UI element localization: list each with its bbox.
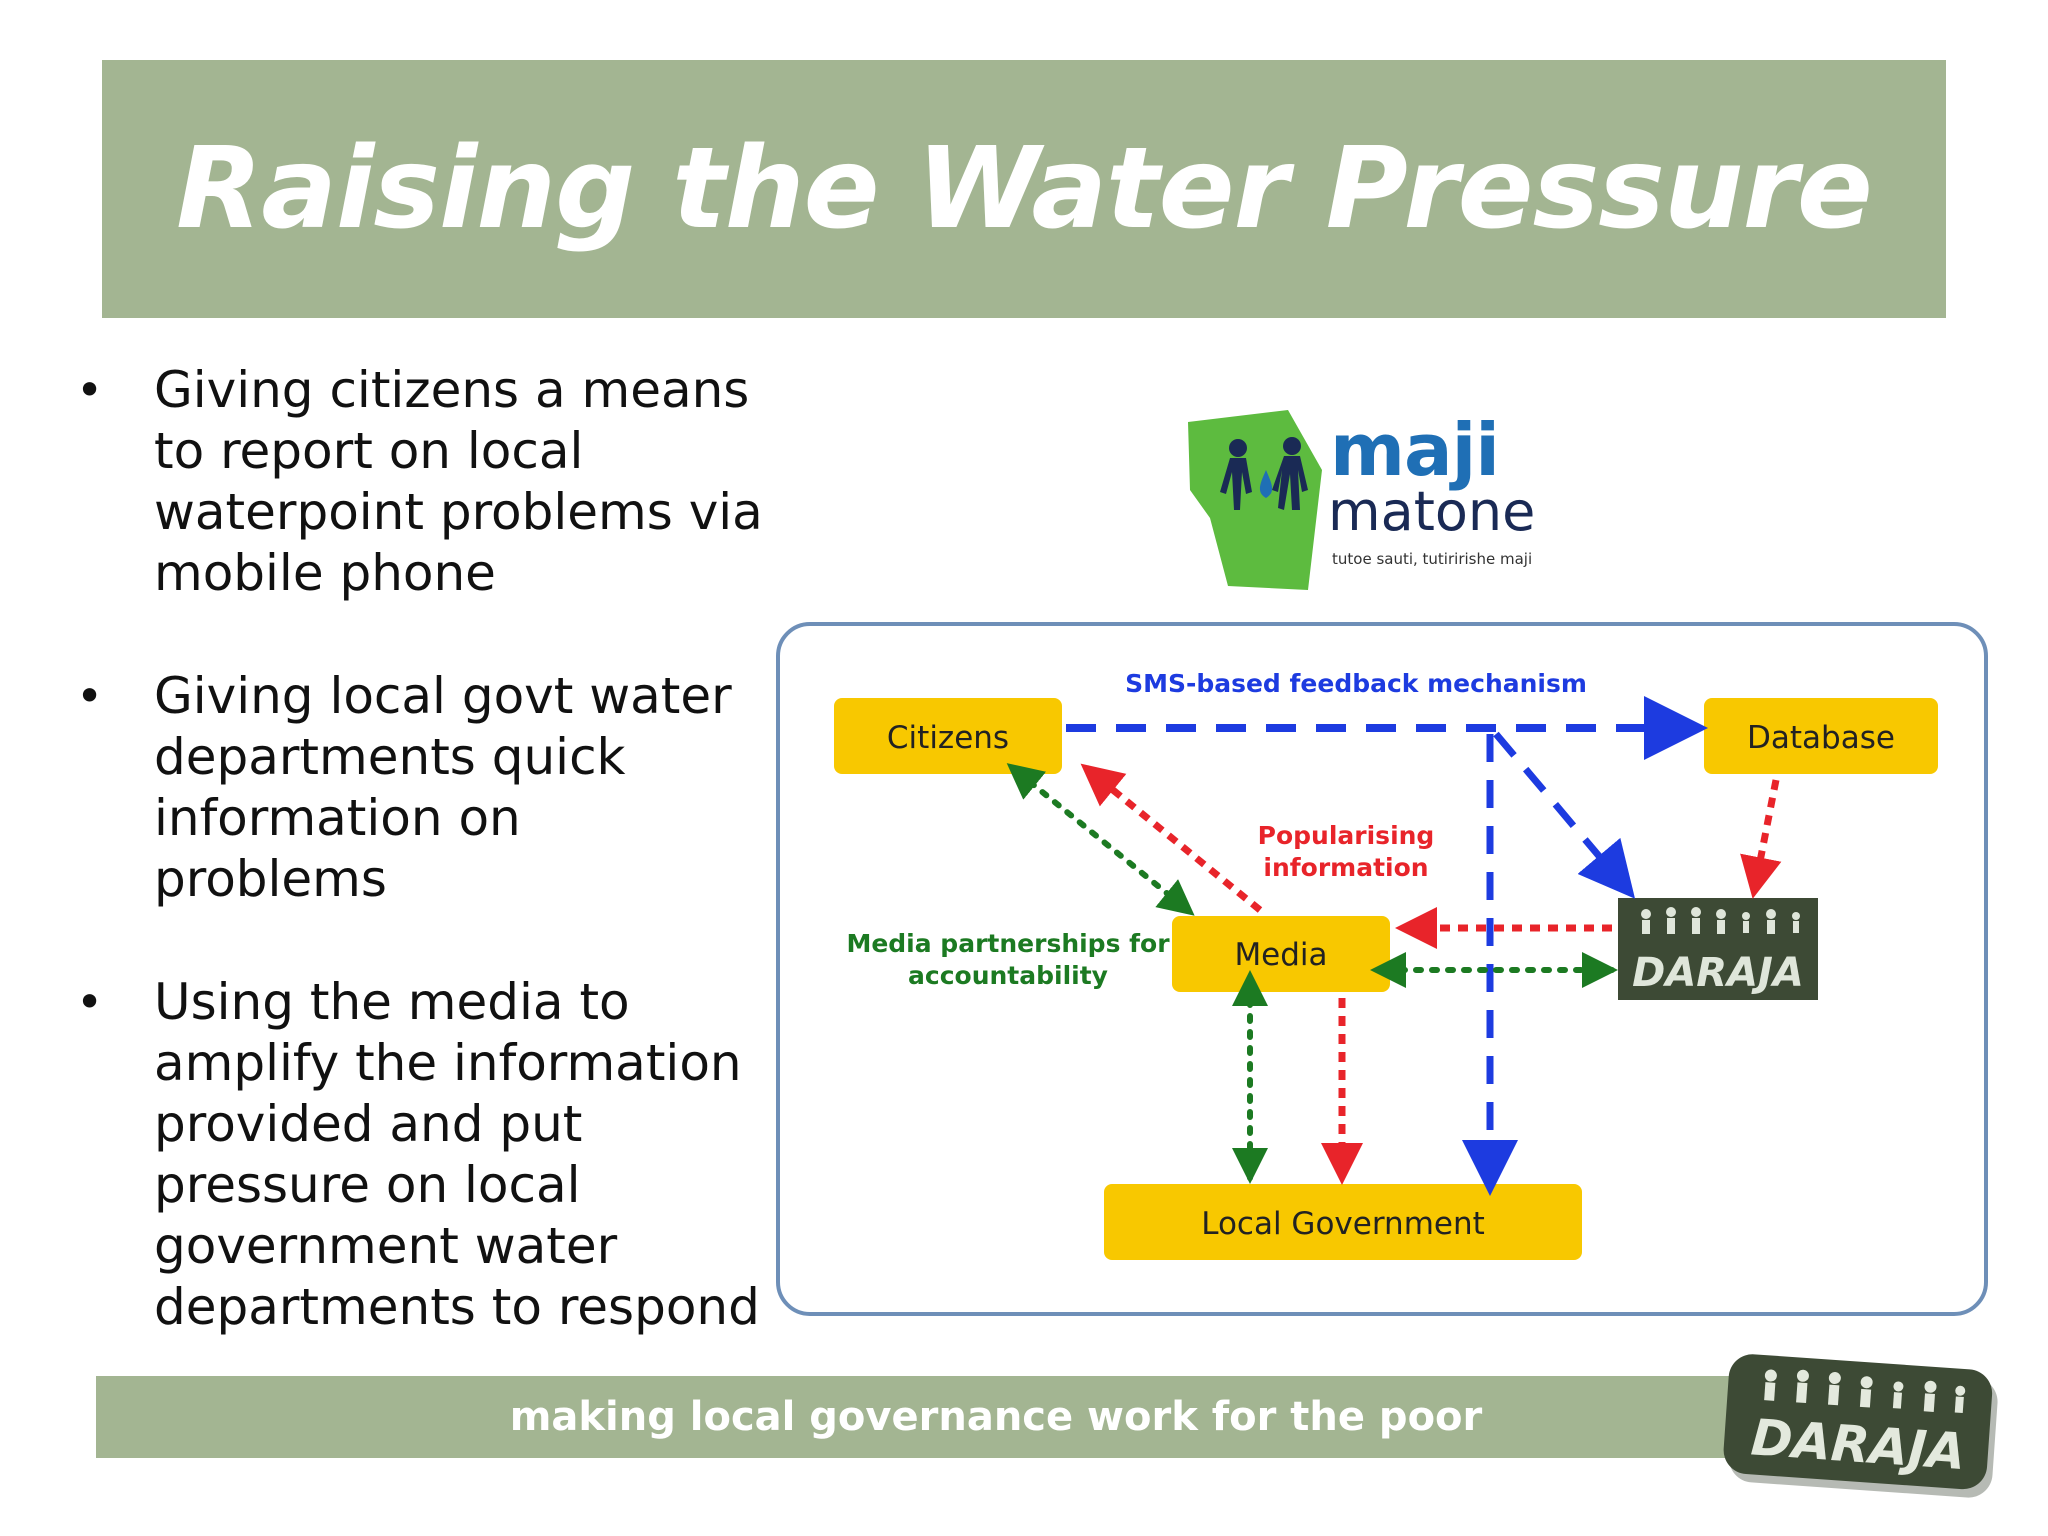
popularising-annotation-line2: information [1263,853,1428,882]
bullet-item: • Giving citizens a means to report on l… [70,360,770,604]
node-database-label: Database [1747,720,1895,756]
logo-emblem-icon [1188,410,1322,590]
feedback-diagram: Citizens Database Media Local Government… [834,669,1938,1260]
bullet-dot: • [76,363,104,417]
slide-title: Raising the Water Pressure [176,124,1873,254]
media-partnerships-annotation-line2: accountability [908,961,1108,990]
node-local-government-label: Local Government [1201,1206,1485,1242]
node-citizens [834,698,1062,774]
bullet-line: provided and put [154,1095,583,1153]
footer-tagline: making local governance work for the poo… [509,1394,1483,1440]
bullet-item: • Using the media to amplify the informa… [70,972,770,1338]
logo-tagline: tutoe sauti, tutiririshe maji [1332,550,1533,568]
bullet-line: Using the media to [154,973,630,1031]
bullet-line: waterpoint problems via [154,483,763,541]
arrow-database-to-daraja [1740,779,1782,899]
arrow-citizens-media-partnership [1006,763,1195,916]
bullet-item: • Giving local govt water departments qu… [70,666,770,910]
maji-matone-logo: maji matone tutoe sauti, tutiririshe maj… [1180,400,1540,600]
sms-feedback-annotation: SMS-based feedback mechanism [1125,669,1587,698]
daraja-logo: DARAJA [1723,1354,1998,1498]
node-database [1704,698,1938,774]
title-bar: Raising the Water Pressure [102,60,1946,318]
node-local-government [1104,1184,1582,1260]
bullet-line: pressure on local [154,1156,581,1214]
bullet-line: amplify the information [154,1034,742,1092]
arrow-media-to-citizens [1080,763,1263,913]
bullet-line: mobile phone [154,544,496,602]
bullet-line: Giving local govt water [154,667,732,725]
popularising-annotation-line1: Popularising [1258,821,1435,850]
bullet-line: departments to respond [154,1278,760,1336]
bullet-dot: • [76,975,104,1029]
logo-maji-text: maji [1330,408,1500,492]
daraja-figures-icon [1641,907,1800,934]
bullet-list: • Giving citizens a means to report on l… [70,360,770,1400]
daraja-badge-figures-icon [1764,1369,1966,1414]
node-citizens-label: Citizens [887,720,1009,756]
arrow-sms-to-daraja [1493,731,1636,899]
bullet-dot: • [76,669,104,723]
bullet-line: to report on local [154,422,584,480]
bullet-line: information on [154,789,521,847]
logo-matone-text: matone [1328,480,1536,543]
bullet-line: departments quick [154,728,626,786]
footer-bar: making local governance work for the poo… [96,1376,1816,1458]
node-media-label: Media [1234,937,1327,973]
node-media [1172,916,1390,992]
media-partnerships-annotation-line1: Media partnerships for [846,929,1170,958]
bullet-line: problems [154,850,387,908]
bullet-line: Giving citizens a means [154,361,750,419]
node-daraja-label: DARAJA [1632,950,1804,996]
bullet-line: government water [154,1217,618,1275]
